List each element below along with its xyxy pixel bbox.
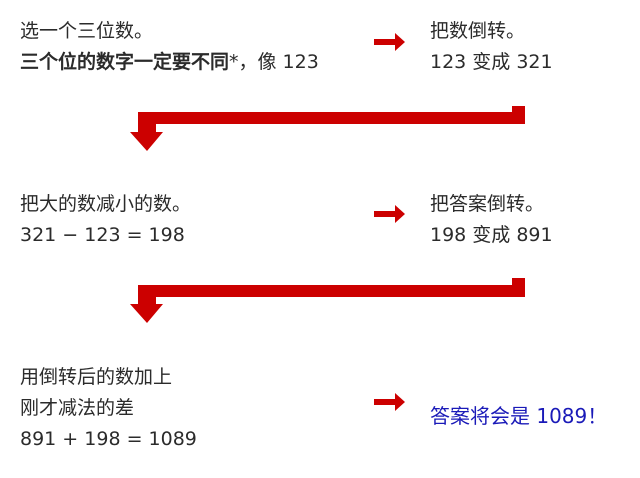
step-2-line-2: 123 变成 321 [430,51,553,73]
step-1-line-1: 选一个三位数。 [20,20,154,42]
step-5-line-3: 891 + 198 = 1089 [20,428,197,450]
step-1: 选一个三位数。 三个位的数字一定要不同*，像 123 [20,16,319,78]
step-5: 用倒转后的数加上 刚才减法的差 891 + 198 = 1089 [20,362,197,455]
step-1-line-2: 三个位的数字一定要不同*，像 123 [20,47,319,78]
right-arrow-icon [374,393,405,411]
right-arrow-icon [374,33,405,51]
result: 答案将会是 1089！ [430,401,607,432]
result-text: 答案将会是 1089！ [430,404,608,428]
step-3-line-2: 321 − 123 = 198 [20,224,185,246]
step-5-line-1: 用倒转后的数加上 [20,366,173,388]
step-3: 把大的数减小的数。 321 − 123 = 198 [20,189,191,251]
step-4-line-1: 把答案倒转。 [430,193,545,215]
step-4-line-2: 198 变成 891 [430,224,553,246]
step-2: 把数倒转。 123 变成 321 [430,16,553,78]
step-5-line-2: 刚才减法的差 [20,397,135,419]
step-4: 把答案倒转。 198 变成 891 [430,189,553,251]
step-2-line-1: 把数倒转。 [430,20,526,42]
step-3-line-1: 把大的数减小的数。 [20,193,192,215]
step-1-emphasis: 三个位的数字一定要不同 [20,51,230,73]
step-1-emphasis-suffix: *，像 123 [229,51,319,73]
right-arrow-icon [374,205,405,223]
